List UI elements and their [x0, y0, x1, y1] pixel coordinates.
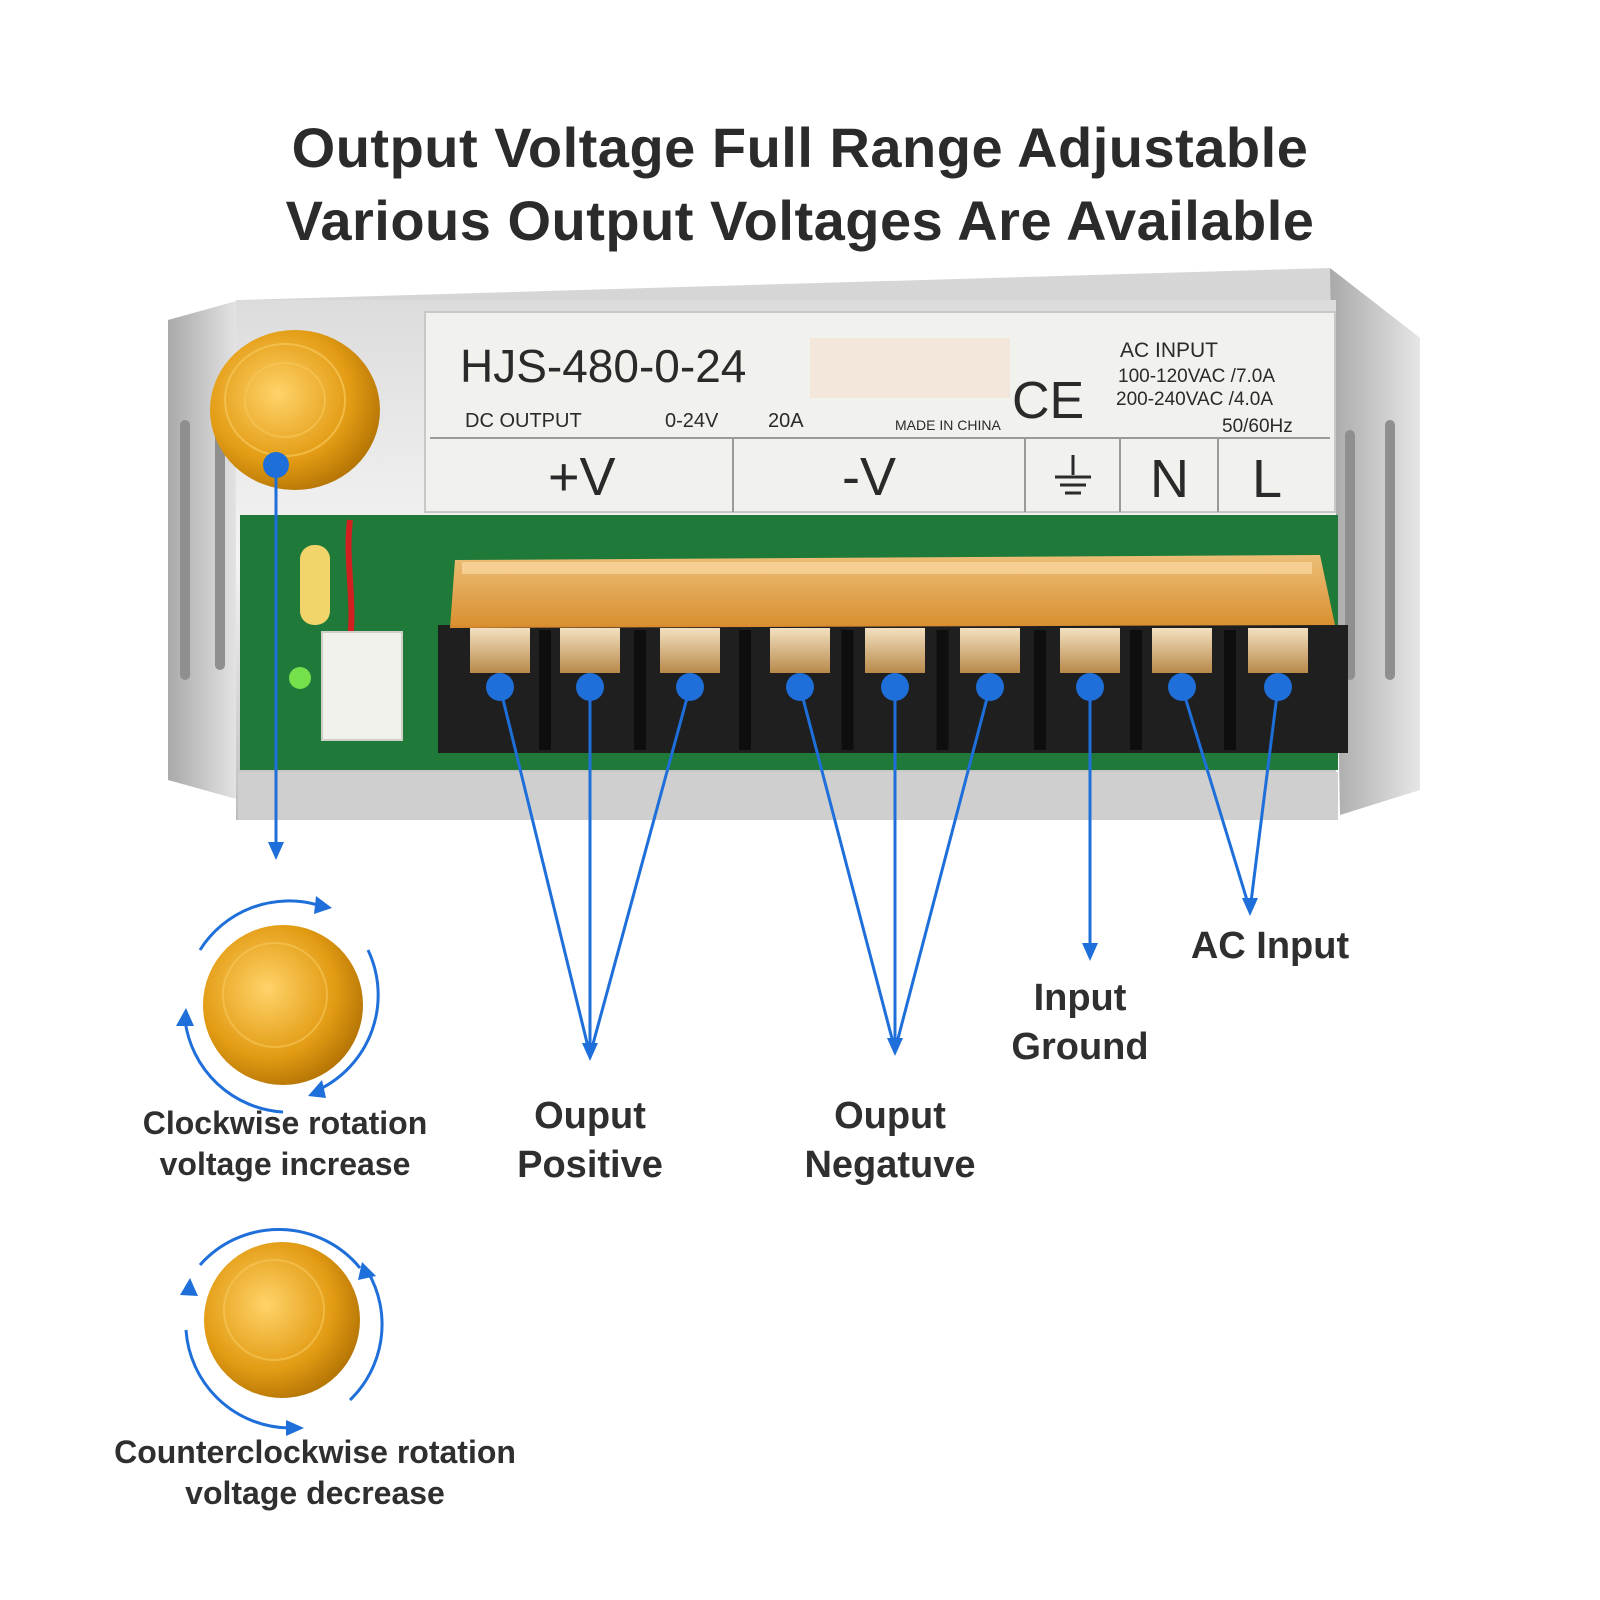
terminal-screw [770, 628, 830, 673]
status-led [289, 667, 311, 689]
ac-input-title: AC INPUT [1120, 339, 1218, 362]
input-ground-line-2: Ground [1011, 1025, 1149, 1068]
redacted-area [810, 338, 1010, 398]
model-number: HJS-480-0-24 [460, 340, 746, 392]
callout-arrowhead [887, 1038, 903, 1056]
chassis-base [238, 772, 1338, 820]
terminal-screw [560, 628, 620, 673]
label-plate: HJS-480-0-24 DC OUTPUT 0-24V 20A MADE IN… [424, 311, 1336, 513]
output-positive-line-1: Ouput [534, 1095, 646, 1137]
output-negative-callout: Ouput Negatuve [760, 1092, 1020, 1189]
clockwise-line-2: voltage increase [159, 1145, 411, 1182]
knob-callout-line [263, 452, 289, 860]
callout-arrowhead [1082, 943, 1098, 961]
terminal-screw [1060, 628, 1120, 673]
frequency-label: 50/60Hz [1222, 416, 1293, 437]
terminal-callout-line [893, 686, 992, 1051]
clockwise-line-1: Clockwise rotation [142, 1105, 428, 1141]
terminal-callout-line [1180, 686, 1252, 911]
terminal-divider [1224, 630, 1236, 750]
terminal-screw [660, 628, 720, 673]
ac-high-range: 200-240VAC /4.0A [1116, 389, 1273, 410]
current-rating-label: 20A [768, 410, 804, 432]
ac-input-callout: AC Input [1150, 922, 1390, 971]
headline-line-1: Output Voltage Full Range Adjustable [291, 116, 1309, 179]
red-wire [345, 519, 355, 641]
clockwise-arrows-icon [176, 896, 380, 1114]
callout-arrowhead [1242, 898, 1258, 916]
clockwise-callout: Clockwise rotation voltage increase [110, 1103, 460, 1185]
input-ground-line-1: Input [1033, 977, 1127, 1019]
ce-mark: CE [1012, 372, 1084, 430]
output-negative-line-1: Ouput [834, 1095, 946, 1137]
terminal-callout-lines [486, 673, 1292, 1061]
callout-arrowhead [582, 1043, 598, 1061]
terminal-callout-line [1248, 686, 1280, 911]
counterclockwise-arrows-icon [180, 1227, 384, 1436]
output-positive-line-2: Positive [517, 1143, 663, 1186]
vent-slot [180, 420, 190, 680]
counterclockwise-line-2: voltage decrease [185, 1474, 445, 1511]
clockwise-knob-illustration [203, 925, 363, 1085]
dc-output-label: DC OUTPUT [465, 410, 582, 432]
n-terminal-label: N [1150, 449, 1189, 509]
terminal-callout-line [498, 686, 592, 1056]
plus-v-label: +V [548, 447, 616, 507]
headline-line-2: Various Output Voltages Are Available [285, 189, 1315, 252]
capacitor [300, 545, 330, 625]
terminal-screw [470, 628, 530, 673]
terminal-divider [634, 630, 646, 750]
voltage-range-label: 0-24V [665, 410, 719, 432]
ac-low-range: 100-120VAC /7.0A [1118, 366, 1275, 387]
counterclockwise-line-1: Counterclockwise rotation [114, 1434, 516, 1470]
l-terminal-label: L [1252, 449, 1282, 509]
terminal-divider [739, 630, 751, 750]
terminal-screw [1152, 628, 1212, 673]
terminal-divider [1034, 630, 1046, 750]
terminal-callout-line [588, 686, 692, 1056]
terminal-screw [960, 628, 1020, 673]
terminal-divider [539, 630, 551, 750]
output-positive-callout: Ouput Positive [470, 1092, 710, 1189]
terminal-screw [865, 628, 925, 673]
terminal-screw [1248, 628, 1308, 673]
input-ground-callout: Input Ground [960, 974, 1200, 1071]
vent-slot [215, 430, 225, 670]
terminal-divider [936, 630, 949, 750]
minus-v-label: -V [842, 447, 896, 507]
output-negative-line-2: Negatuve [804, 1143, 976, 1186]
terminal-divider [841, 630, 854, 750]
counterclockwise-knob-illustration [204, 1242, 360, 1398]
counterclockwise-callout: Counterclockwise rotation voltage decrea… [100, 1432, 530, 1514]
terminal-divider [1130, 630, 1142, 750]
ac-input-line-1: AC Input [1190, 925, 1350, 967]
wire-connector [321, 631, 403, 741]
made-in-label: MADE IN CHINA [895, 417, 1001, 433]
terminal-callout-line [798, 686, 897, 1051]
vent-slot [1345, 430, 1355, 680]
ground-symbol-icon [1055, 455, 1091, 495]
vent-slot [1385, 420, 1395, 680]
voltage-adjust-knob[interactable] [210, 330, 380, 490]
